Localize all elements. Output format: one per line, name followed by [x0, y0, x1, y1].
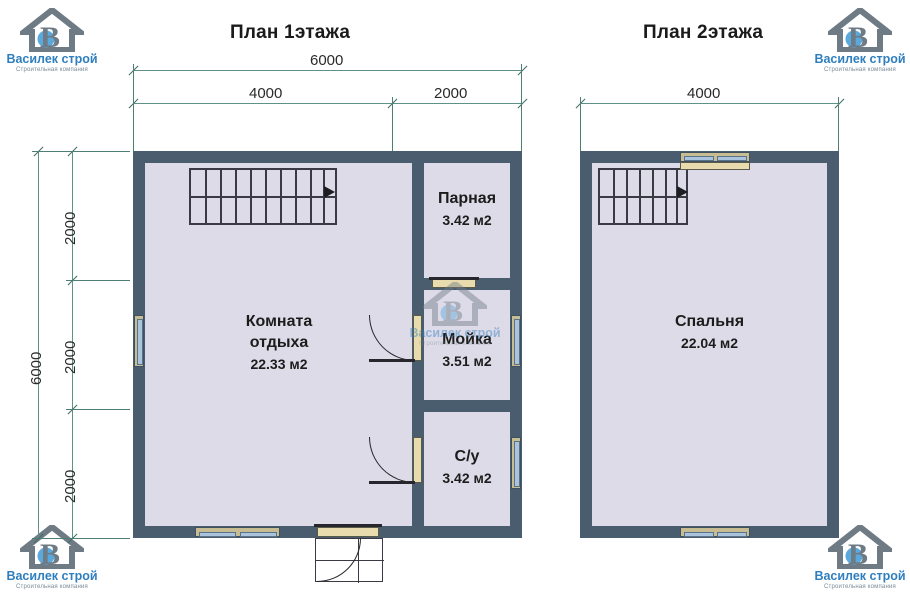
dim-label-total-v-6000: 6000 — [28, 351, 45, 385]
door-open-leaf-moyka — [369, 359, 415, 362]
stair-direction-arrow-icon — [677, 186, 688, 198]
dim-label-seg-v-2000-c: 2000 — [62, 469, 79, 503]
logo-bottom-left: В Василек строй Строительная компания — [4, 523, 100, 597]
stair-direction-arrow-icon — [324, 186, 335, 198]
room-name-line1: С/у — [454, 448, 480, 465]
room-label-parnaya: Парная 3.42 м2 — [420, 188, 514, 230]
window-right-wall-moyka — [511, 315, 521, 367]
logo-company-name: Василек строй — [814, 569, 906, 583]
window-bottom-wall — [195, 527, 280, 537]
dim-line-total-v — [38, 151, 39, 538]
logo-tagline: Строительная компания — [824, 67, 896, 73]
logo-company-name: Василек строй — [814, 52, 906, 66]
room-sanuzel — [424, 412, 510, 526]
room-area: 3.42 м2 — [442, 212, 492, 228]
dim-extension — [32, 538, 130, 539]
room-label-sanuzel: С/у 3.42 м2 — [420, 446, 514, 488]
logo-tagline: Строительная компания — [419, 341, 491, 347]
plan-title-floor-1: План 1этажа — [230, 22, 351, 43]
window-right-wall-sanuzel — [511, 437, 521, 489]
room-area: 3.42 м2 — [442, 470, 492, 486]
dim-extension — [392, 97, 393, 152]
logo-tagline: Строительная компания — [16, 584, 88, 590]
logo-company-name: Василек строй — [6, 52, 98, 66]
dim-label-seg-2000: 2000 — [434, 85, 468, 102]
dim-line-segments-v — [72, 151, 73, 538]
room-area: 3.51 м2 — [442, 353, 492, 369]
dim-label-seg-v-2000-a: 2000 — [62, 211, 79, 245]
logo-top-right: В Василек строй Строительная компания — [812, 6, 908, 80]
logo-svg: В — [15, 6, 89, 54]
svg-text:В: В — [443, 295, 463, 326]
logo-house-b-icon: В — [823, 523, 897, 571]
logo-company-name: Василек строй — [409, 326, 501, 340]
logo-svg: В — [418, 280, 492, 328]
staircase-floor-2 — [598, 168, 688, 225]
entry-door-leaf — [317, 527, 379, 537]
dim-extension — [580, 97, 581, 152]
logo-svg: В — [823, 6, 897, 54]
logo-house-b-icon: В — [15, 6, 89, 54]
logo-house-b-icon: В — [15, 523, 89, 571]
dim-line-total — [133, 70, 522, 71]
room-area: 22.33 м2 — [250, 356, 308, 372]
dim-extension — [133, 64, 134, 152]
dim-label-total-6000: 6000 — [310, 52, 344, 69]
svg-text:В: В — [848, 538, 868, 569]
logo-tagline: Строительная компания — [824, 584, 896, 590]
room-label-moyka: Мойка 3.51 м2 — [420, 329, 514, 371]
room-name-line2: отдыха — [249, 334, 309, 351]
room-name-line1: Парная — [437, 190, 497, 207]
logo-tagline: Строительная компания — [16, 67, 88, 73]
dim-label-seg-v-2000-b: 2000 — [62, 340, 79, 374]
logo-house-b-icon: В — [823, 6, 897, 54]
floor2-building-outline: Спальня 22.04 м2 — [580, 151, 839, 538]
room-label-spalnya: Спальня 22.04 м2 — [642, 311, 777, 353]
logo-svg: В — [15, 523, 89, 571]
room-name-line1: Комната — [245, 313, 313, 330]
logo-svg: В — [823, 523, 897, 571]
entry-door-threshold — [314, 524, 382, 527]
svg-text:В: В — [848, 21, 868, 52]
room-area: 22.04 м2 — [680, 335, 739, 351]
door-open-leaf-sanuzel — [369, 481, 415, 484]
dim-extension — [32, 151, 130, 152]
logo-company-name: Василек строй — [6, 569, 98, 583]
window-left-wall — [134, 315, 144, 367]
dim-extension — [66, 409, 130, 410]
floor1-building-outline: Комната отдыха 22.33 м2 Парная 3.42 м2 М… — [133, 151, 522, 538]
dim-extension — [521, 64, 522, 152]
dim-extension — [66, 280, 130, 281]
svg-text:В: В — [40, 538, 60, 569]
watermark-logo-center: В Василек строй Строительная компания — [407, 280, 503, 354]
svg-text:В: В — [40, 21, 60, 52]
dim-line-total — [580, 103, 839, 104]
room-label-komnata-otdyha: Комната отдыха 22.33 м2 — [215, 311, 343, 374]
door-threshold-parnaya — [429, 277, 479, 280]
dim-extension — [838, 97, 839, 152]
logo-bottom-right: В Василек строй Строительная компания — [812, 523, 908, 597]
room-name-line1: Спальня — [674, 313, 745, 330]
dim-line-segments — [133, 103, 522, 104]
window-bottom-wall-floor2 — [680, 527, 750, 537]
dim-label-seg-4000: 4000 — [249, 85, 283, 102]
plan-title-floor-2: План 2этажа — [643, 22, 764, 43]
window-top-wall-floor2 — [680, 152, 750, 162]
room-moyka — [424, 290, 510, 400]
room-name-line1: Мойка — [442, 331, 492, 348]
window-sill-top-floor2 — [680, 162, 750, 170]
staircase-floor-1 — [189, 168, 337, 225]
logo-house-b-icon: В — [418, 280, 492, 328]
room-parnaya — [424, 163, 510, 278]
logo-top-left: В Василек строй Строительная компания — [4, 6, 100, 80]
dim-label-total-4000: 4000 — [687, 85, 721, 102]
